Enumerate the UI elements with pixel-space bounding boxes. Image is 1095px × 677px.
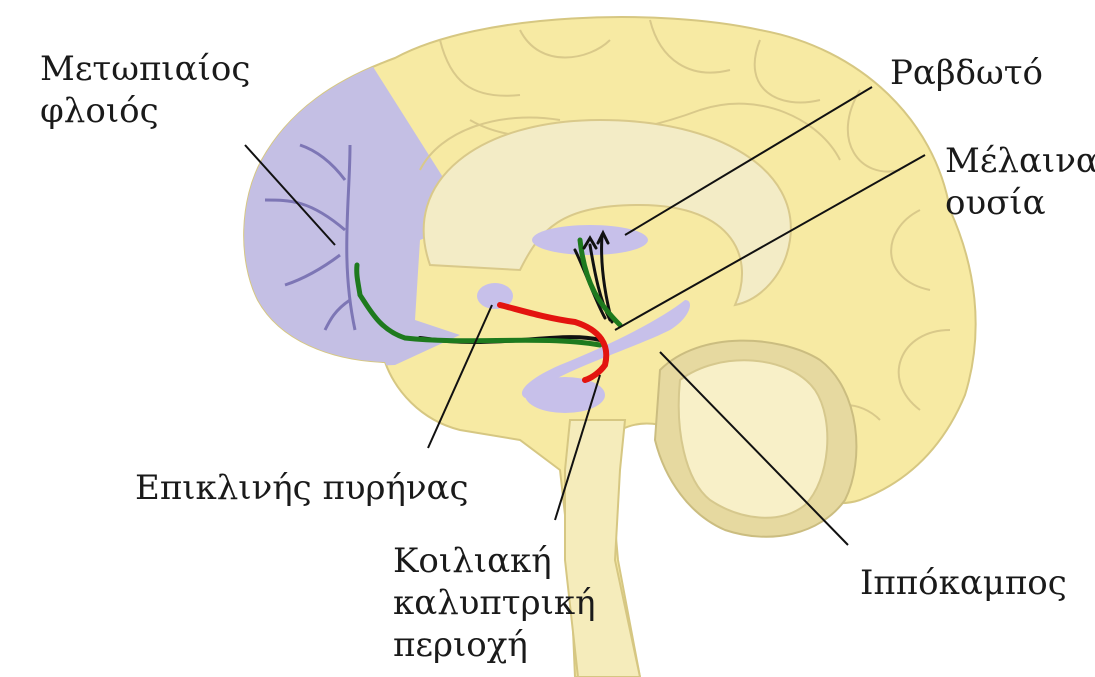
label-substantia-nigra: Μέλαινα ουσία xyxy=(945,140,1095,224)
label-frontal-cortex: Μετωπιαίος φλοιός xyxy=(40,48,250,132)
label-ventral-tegmental-area: Κοιλιακή καλυπτρική περιοχή xyxy=(393,540,596,666)
cerebellum xyxy=(655,341,856,537)
label-striatum: Ραβδωτό xyxy=(890,52,1043,94)
label-hippocampus: Ιππόκαμπος xyxy=(860,562,1067,604)
label-nucleus-accumbens: Επικλινής πυρήνας xyxy=(135,467,469,509)
